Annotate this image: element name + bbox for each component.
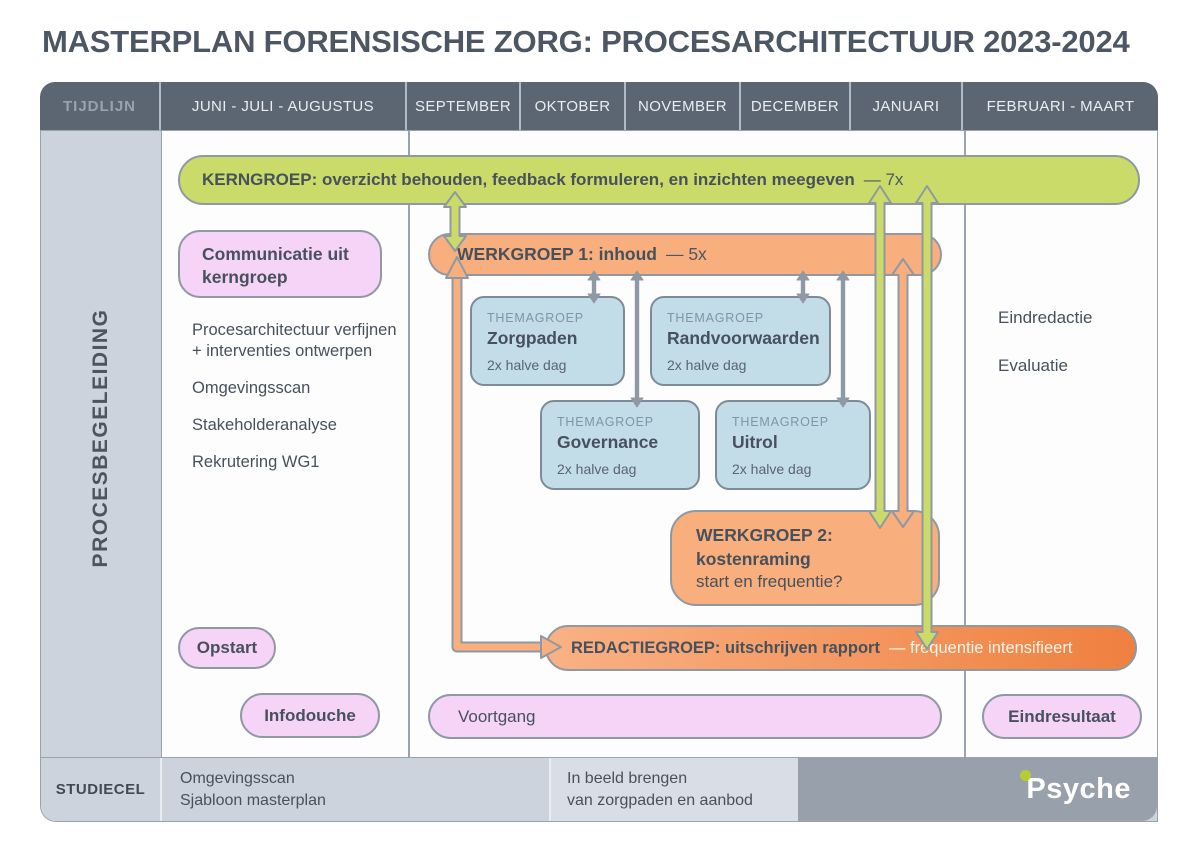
page-title: MASTERPLAN FORENSISCHE ZORG: PROCESARCHI… [42,24,1130,59]
month-cell-november: NOVEMBER [626,82,741,130]
footer-line: van zorgpaden en aanbod [567,791,753,809]
werkgroep2-subtitle: kostenraming [696,548,811,569]
task-stakeholderanalyse: Stakeholderanalyse [192,416,337,435]
themagroep-kicker: THEMAGROEP [557,415,654,429]
logo-text: Psyche [1026,773,1131,805]
eindresultaat-pill: Eindresultaat [982,694,1142,739]
task-list: Procesarchitectuur verfijnen + intervent… [192,320,398,490]
themagroep-frequency: 2x halve dag [667,357,747,373]
timeline-label-cell: TIJDLIJN [40,82,161,130]
themagroep-kicker: THEMAGROEP [487,311,584,325]
werkgroep2-note: start en frequentie? [696,572,843,592]
werkgroep1-frequency: — 5x [665,244,707,264]
redactiegroep-text: REDACTIEGROEP: uitschrijven rapport [571,638,880,657]
procesbegeleiding-sidebar: PROCESBEGELEIDING [41,131,162,757]
themagroep-zorgpaden-box: THEMAGROEP Zorgpaden 2x halve dag [470,296,625,386]
redactiegroep-frequency: — frequentie intensifieert [888,638,1073,657]
infodouche-pill: Infodouche [240,693,380,738]
evaluatie-label: Evaluatie [998,356,1068,375]
opstart-pill: Opstart [178,627,276,669]
month-cell-september: SEPTEMBER [407,82,521,130]
month-cell-december: DECEMBER [741,82,851,130]
voortgang-pill: Voortgang [428,694,942,739]
footer-line: In beeld brengen [567,770,688,787]
task-omgevingsscan: Omgevingsscan [192,379,311,398]
themagroep-kicker: THEMAGROEP [732,415,829,429]
sidebar-label: PROCESBEGELEIDING [89,308,112,568]
themagroep-frequency: 2x halve dag [732,461,812,477]
themagroep-name: Governance [557,432,659,452]
timeline-header: TIJDLIJN JUNI - JULI - AUGUSTUS SEPTEMBE… [40,82,1158,130]
themagroep-uitrol-box: THEMAGROEP Uitrol 2x halve dag [715,400,871,490]
werkgroep2-title: WERKGROEP 2: [696,525,833,545]
month-cell-februari-maart: FEBRUARI - MAART [963,82,1158,130]
communicatie-box: Communicatie uit kerngroep [178,230,382,298]
werkgroep1-banner: WERKGROEP 1: inhoud — 5x [428,233,942,276]
themagroep-kicker: THEMAGROEP [667,311,764,325]
month-cell-juni-juli-augustus: JUNI - JULI - AUGUSTUS [161,82,407,130]
footer-cell-inbeeld: In beeld brengen van zorgpaden en aanbod [551,758,798,821]
footer-bar: STUDIECEL Omgevingsscan Sjabloon masterp… [40,758,1158,822]
column-divider-februari [964,131,966,757]
themagroep-randvoorwaarden-box: THEMAGROEP Randvoorwaarden 2x halve dag [650,296,831,386]
werkgroep2-box: WERKGROEP 2: kostenraming start en frequ… [670,510,940,606]
kerngroep-text: KERNGROEP: overzicht behouden, feedback … [202,170,855,189]
themagroep-frequency: 2x halve dag [557,461,637,477]
studiecel-cell: STUDIECEL [41,758,162,821]
eindredactie-label: Eindredactie [998,308,1093,327]
month-cell-januari: JANUARI [851,82,963,130]
logo-dot-icon [1020,770,1032,781]
month-cell-oktober: OKTOBER [521,82,626,130]
themagroep-name: Zorgpaden [487,328,578,348]
psyche-logo: Psyche [1020,770,1131,806]
footer-brand-cell: Psyche [798,758,1157,821]
footer-cell-omgevingsscan: Omgevingsscan Sjabloon masterplan [162,758,551,821]
task-procesarchitectuur: Procesarchitectuur verfijnen + intervent… [192,321,397,361]
footer-line: Sjabloon masterplan [180,791,326,809]
redactiegroep-banner: REDACTIEGROEP: uitschrijven rapport — fr… [545,625,1137,671]
werkgroep1-text: WERKGROEP 1: inhoud [457,244,657,264]
column-divider-september [408,131,410,757]
kerngroep-frequency: — 7x [863,170,904,189]
themagroep-governance-box: THEMAGROEP Governance 2x halve dag [540,400,700,490]
themagroep-name: Uitrol [732,432,778,452]
themagroep-name: Randvoorwaarden [667,328,820,348]
task-rekrutering-wg1: Rekrutering WG1 [192,453,320,472]
kerngroep-banner: KERNGROEP: overzicht behouden, feedback … [178,155,1140,205]
themagroep-frequency: 2x halve dag [487,357,567,373]
footer-line: Omgevingsscan [180,770,295,787]
